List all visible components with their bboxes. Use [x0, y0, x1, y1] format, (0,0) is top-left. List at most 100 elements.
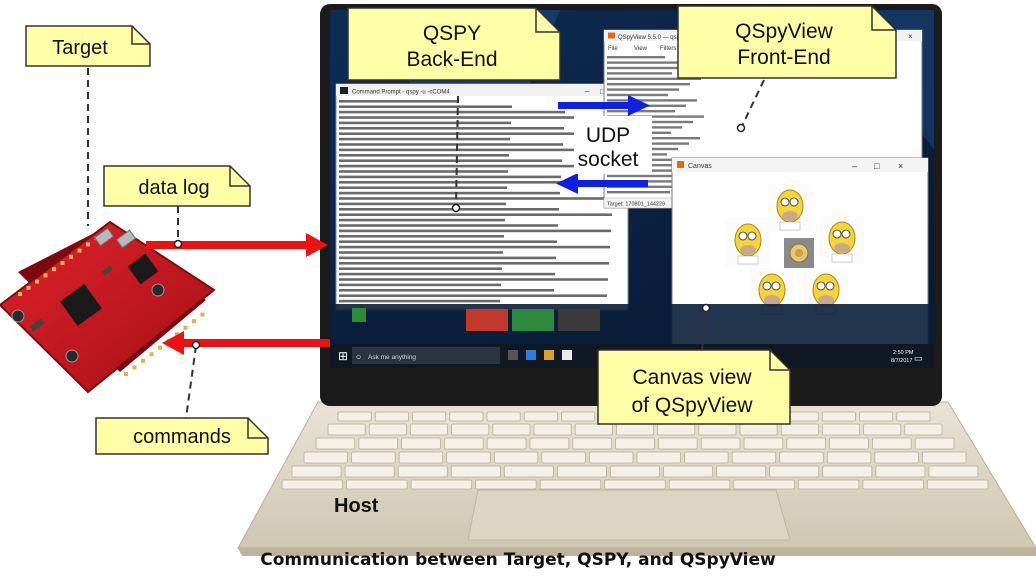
key	[398, 451, 444, 464]
key	[700, 437, 741, 450]
log-line	[339, 159, 562, 162]
taskbar-app-icon[interactable]	[544, 350, 554, 360]
log-line	[339, 224, 558, 227]
log-line	[339, 132, 617, 135]
key	[533, 423, 572, 436]
window-minimize-icon[interactable]: –	[585, 87, 590, 96]
app-tile[interactable]	[512, 309, 554, 331]
start-tile[interactable]	[352, 308, 366, 322]
callout-target: Target	[25, 25, 151, 67]
log-line	[607, 72, 672, 75]
menu-item[interactable]: View	[634, 46, 648, 52]
log-line	[339, 181, 614, 184]
key	[541, 451, 586, 464]
log-line	[339, 267, 502, 270]
udp-in-arrow	[556, 173, 648, 194]
log-line	[339, 294, 607, 297]
keyboard	[281, 411, 989, 490]
user-button	[11, 309, 25, 323]
log-line	[339, 148, 616, 152]
key	[862, 479, 924, 490]
command-prompt-window[interactable]: Command Prompt - qspy -u -cCOM4 – □ ×	[335, 83, 629, 311]
windows-start-icon[interactable]: ⊞	[338, 349, 348, 363]
log-line	[607, 180, 692, 183]
log-line	[607, 77, 701, 80]
key	[529, 437, 570, 450]
search-box[interactable]	[352, 347, 500, 364]
log-line	[607, 137, 700, 140]
key	[410, 479, 473, 490]
udp-label: UDP	[586, 124, 630, 147]
key	[344, 465, 395, 478]
pin	[35, 279, 39, 284]
taskbar-app-icon[interactable]	[562, 350, 572, 360]
qspyview-status: Target: 170801_144229	[607, 202, 665, 208]
window-close-icon[interactable]: ×	[908, 32, 913, 41]
debug-chip	[127, 253, 159, 285]
menu-item[interactable]: File	[608, 46, 618, 52]
qspyview-logo-icon	[608, 32, 615, 39]
cmd-title: Command Prompt - qspy -u -cCOM4	[352, 90, 450, 96]
window-minimize-icon[interactable]: –	[852, 161, 857, 171]
key	[896, 411, 931, 422]
qspy-backend-label: Back-End	[406, 48, 497, 71]
taskbar-app-icon[interactable]	[508, 350, 518, 360]
log-line	[607, 115, 704, 118]
key	[904, 423, 943, 436]
key	[493, 451, 539, 464]
window-maximize-icon[interactable]: □	[874, 161, 880, 171]
key	[291, 465, 342, 478]
app-tile[interactable]	[558, 309, 600, 331]
log-line	[607, 99, 697, 102]
log-line	[339, 218, 505, 222]
callout-canvas-view: Canvas view of QSpyView	[597, 349, 791, 425]
key	[822, 423, 861, 436]
commands-arrow	[162, 331, 330, 355]
menu-item[interactable]: Filters	[660, 46, 676, 52]
search-placeholder: Ask me anything	[368, 354, 416, 361]
log-line	[607, 61, 694, 64]
laptop-front-edge	[238, 548, 1036, 556]
log-line	[339, 202, 506, 206]
log-line	[339, 100, 459, 103]
log-line	[339, 245, 610, 249]
pin	[69, 254, 73, 259]
pin	[18, 292, 22, 296]
key	[475, 479, 537, 490]
key	[486, 411, 521, 422]
app-tile[interactable]	[466, 309, 508, 331]
log-line	[607, 83, 690, 86]
cmd-icon	[340, 87, 348, 94]
log-line	[339, 278, 608, 281]
pin	[43, 273, 48, 278]
pin	[132, 365, 137, 370]
log-line	[339, 127, 564, 130]
key	[337, 411, 372, 422]
key	[303, 451, 348, 464]
pin	[175, 332, 179, 337]
qspyview-label: QSpyView	[735, 20, 833, 43]
log-line	[339, 137, 510, 141]
window-maximize-icon[interactable]: □	[600, 87, 605, 96]
user-button	[65, 349, 79, 363]
log-line	[339, 213, 612, 216]
canvas-view-sub-label: of QSpyView	[631, 394, 753, 417]
clock-time: 2:50 PM	[893, 350, 914, 356]
cmd-log-text	[339, 100, 618, 303]
notification-icon[interactable]: ▭	[914, 353, 923, 363]
key	[636, 451, 681, 464]
key	[610, 465, 660, 478]
philosopher-icon	[820, 216, 864, 264]
key	[663, 465, 714, 478]
key	[615, 437, 655, 450]
key	[409, 423, 448, 436]
key	[503, 465, 554, 478]
key	[859, 411, 894, 422]
log-line	[339, 251, 503, 254]
window-close-icon[interactable]: ×	[898, 161, 903, 171]
key	[401, 437, 441, 450]
key	[874, 451, 919, 464]
socket-label: socket	[578, 148, 639, 171]
pin	[192, 319, 196, 324]
taskbar-app-icon[interactable]	[526, 350, 536, 360]
